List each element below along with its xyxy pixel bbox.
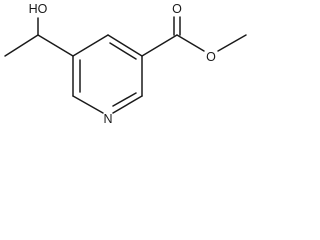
hydroxyethyl-group <box>4 17 74 57</box>
ester-oxygen-label: O <box>206 50 216 64</box>
hydroxyl-label: HO <box>29 2 48 16</box>
bond-ester-oxygen-to-methyl <box>217 34 247 52</box>
ring-bond-c2-n-inner <box>112 92 137 107</box>
ring-bond-n-c6 <box>72 95 104 114</box>
methyl-ester-group <box>141 16 247 57</box>
ring-bond-c4-c3-inner <box>109 42 137 60</box>
chemical-structure: HO N O O <box>4 2 247 126</box>
bond-carbonyl-to-ester-oxygen <box>176 34 205 52</box>
ring-nitrogen-label: N <box>103 112 112 126</box>
ring-bond-c4-c3 <box>107 34 143 57</box>
bond-ring-to-carbinol <box>37 34 74 57</box>
ring-bond-c5-c4 <box>72 34 109 57</box>
bond-ring-to-carbonyl <box>141 34 178 57</box>
bond-carbinol-to-methyl <box>4 34 39 57</box>
ring-bond-c2-n <box>112 95 143 114</box>
pyridine-ring <box>72 34 143 114</box>
carbonyl-oxygen-label: O <box>172 2 182 16</box>
